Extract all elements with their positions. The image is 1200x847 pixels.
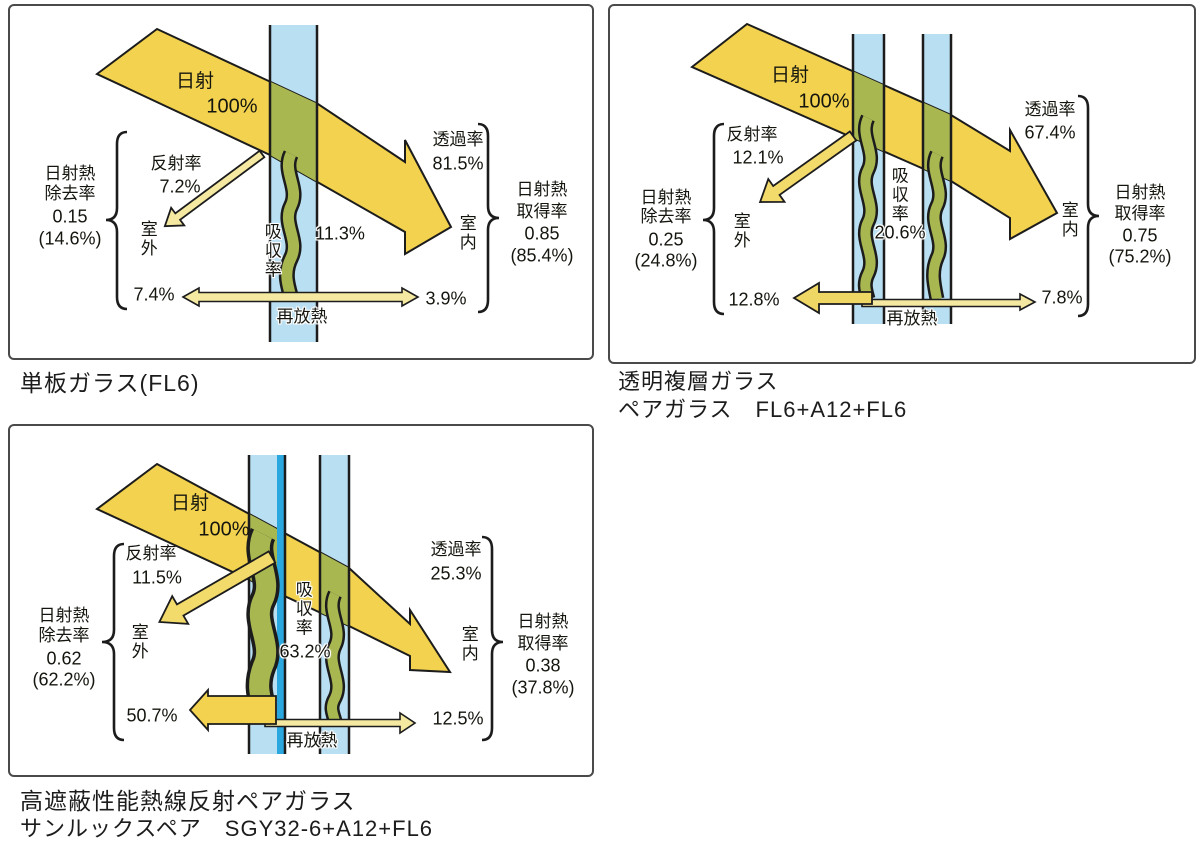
indoor-label: 室内: [456, 214, 476, 252]
panel-heat-reflective-glazing: 日射 100% 反射率 11.5% 透過率 25.3% 吸収率 63.2% 再放…: [8, 424, 594, 777]
rerad-in-pct: 3.9%: [425, 288, 467, 309]
reradiation-label: 再放熱: [886, 309, 938, 329]
heat-gain-label1: 日射熱: [516, 180, 568, 200]
rerad-in-pct: 12.5%: [432, 708, 484, 729]
reradiation-label: 再放熱: [276, 307, 328, 327]
outdoor-label: 室外: [128, 623, 148, 661]
absorption-wave-outer: [860, 115, 876, 301]
caption-double-glazing-line2: ペアガラス FL6+A12+FL6: [618, 397, 908, 422]
reflect-label: 反射率: [150, 154, 202, 174]
reradiation-arrow-indoor: [264, 711, 417, 735]
reflective-coating-line: [277, 455, 284, 754]
brace-left: [101, 542, 125, 742]
reflect-pct: 11.5%: [132, 567, 182, 588]
heat-remove-label2: 除去率: [640, 207, 692, 227]
heat-gain-pct: (75.2%): [1108, 246, 1172, 267]
transmit-label: 透過率: [432, 130, 484, 150]
reflect-label: 反射率: [125, 544, 177, 564]
heat-remove-pct: (62.2%): [32, 669, 96, 690]
heat-gain-pct: (85.4%): [510, 245, 574, 266]
absorb-pct: 11.3%: [315, 223, 365, 244]
absorption-wave-inner: [928, 151, 945, 300]
heat-remove-label1: 日射熱: [44, 164, 96, 184]
reradiation-label: 再放熱: [286, 731, 338, 751]
reflection-arrow: [758, 130, 858, 203]
heat-remove-label2: 除去率: [44, 184, 96, 204]
brace-left: [105, 130, 128, 311]
outdoor-label: 室外: [730, 212, 750, 250]
caption-single-glazing: 単板ガラス(FL6): [20, 370, 200, 396]
heat-remove-pct: (14.6%): [38, 228, 102, 249]
absorb-pct: 20.6%: [874, 222, 926, 243]
heat-remove-value: 0.25: [648, 229, 684, 250]
heat-remove-label2: 除去率: [38, 626, 90, 646]
heat-gain-label1: 日射熱: [517, 612, 569, 632]
heat-gain-value: 0.85: [524, 223, 560, 244]
heat-remove-value: 0.62: [46, 648, 82, 669]
solar-label: 日射: [175, 71, 215, 93]
solar-label: 日射: [770, 65, 810, 87]
reradiation-arrow: [181, 286, 420, 308]
heat-gain-label2: 取得率: [516, 202, 568, 222]
absorption-wave: [281, 151, 300, 299]
reradiation-arrow-indoor: [861, 292, 1037, 312]
outdoor-label: 室外: [137, 220, 157, 258]
reradiation-arrow-outdoor: [188, 687, 277, 733]
panel-single-glazing: 日射 100% 反射率 7.2% 透過率 81.5% 吸収率 11.3% 再放熱…: [8, 4, 594, 360]
transmit-pct: 67.4%: [1024, 122, 1076, 143]
solar-pct: 100%: [198, 518, 250, 541]
absorb-label: 吸収率: [261, 222, 281, 280]
rerad-out-pct: 50.7%: [126, 705, 178, 726]
single-glazing-diagram: [95, 25, 500, 342]
rerad-out-pct: 12.8%: [728, 289, 780, 310]
indoor-label: 室内: [1058, 201, 1078, 239]
absorption-wave-inner: [327, 591, 343, 723]
caption-heat-reflective-line1: 高遮蔽性能熱線反射ペアガラス: [20, 788, 356, 814]
solar-pct: 100%: [798, 90, 850, 113]
solar-label: 日射: [170, 493, 210, 515]
heat-remove-label1: 日射熱: [640, 188, 692, 208]
caption-heat-reflective-line2: サンルックスペア SGY32-6+A12+FL6: [20, 816, 434, 841]
reflection-arrow: [158, 550, 277, 625]
indoor-label: 室内: [458, 625, 478, 663]
brace-left: [702, 122, 725, 316]
brace-right: [1077, 94, 1100, 318]
caption-double-glazing-line1: 透明複層ガラス: [618, 369, 779, 394]
transmit-label: 透過率: [1024, 100, 1076, 120]
reradiation-arrow-outdoor: [792, 281, 873, 315]
heat-remove-value: 0.15: [52, 206, 88, 227]
heat-gain-label2: 取得率: [517, 634, 569, 654]
heat-gain-label2: 取得率: [1114, 204, 1166, 224]
brace-right: [477, 122, 500, 314]
heat-gain-pct: (37.8%): [511, 677, 575, 698]
reflection-arrow: [163, 149, 266, 228]
absorb-label: 吸収率: [292, 580, 312, 638]
reflect-pct: 12.1%: [732, 147, 784, 168]
heat-gain-label1: 日射熱: [1114, 183, 1166, 203]
absorb-pct: 63.2%: [279, 641, 331, 662]
heat-remove-pct: (24.8%): [634, 250, 698, 271]
absorb-label: 吸収率: [888, 166, 908, 224]
brace-right: [481, 535, 504, 742]
heat-gain-value: 0.75: [1122, 225, 1158, 246]
reflect-label: 反射率: [726, 125, 778, 145]
heat-reflective-diagram: [95, 455, 504, 754]
rerad-out-pct: 7.4%: [133, 284, 175, 305]
transmit-pct: 25.3%: [430, 563, 482, 584]
rerad-in-pct: 7.8%: [1041, 287, 1083, 308]
transmit-pct: 81.5%: [432, 153, 484, 174]
heat-remove-label1: 日射熱: [38, 606, 90, 626]
heat-gain-value: 0.38: [525, 655, 561, 676]
panel-double-glazing: 日射 100% 反射率 12.1% 透過率 67.4% 吸収率 20.6% 再放…: [608, 4, 1196, 364]
double-glazing-diagram: [690, 22, 1100, 324]
transmit-label: 透過率: [430, 540, 482, 560]
solar-pct: 100%: [206, 95, 258, 118]
reflect-pct: 7.2%: [159, 176, 201, 197]
